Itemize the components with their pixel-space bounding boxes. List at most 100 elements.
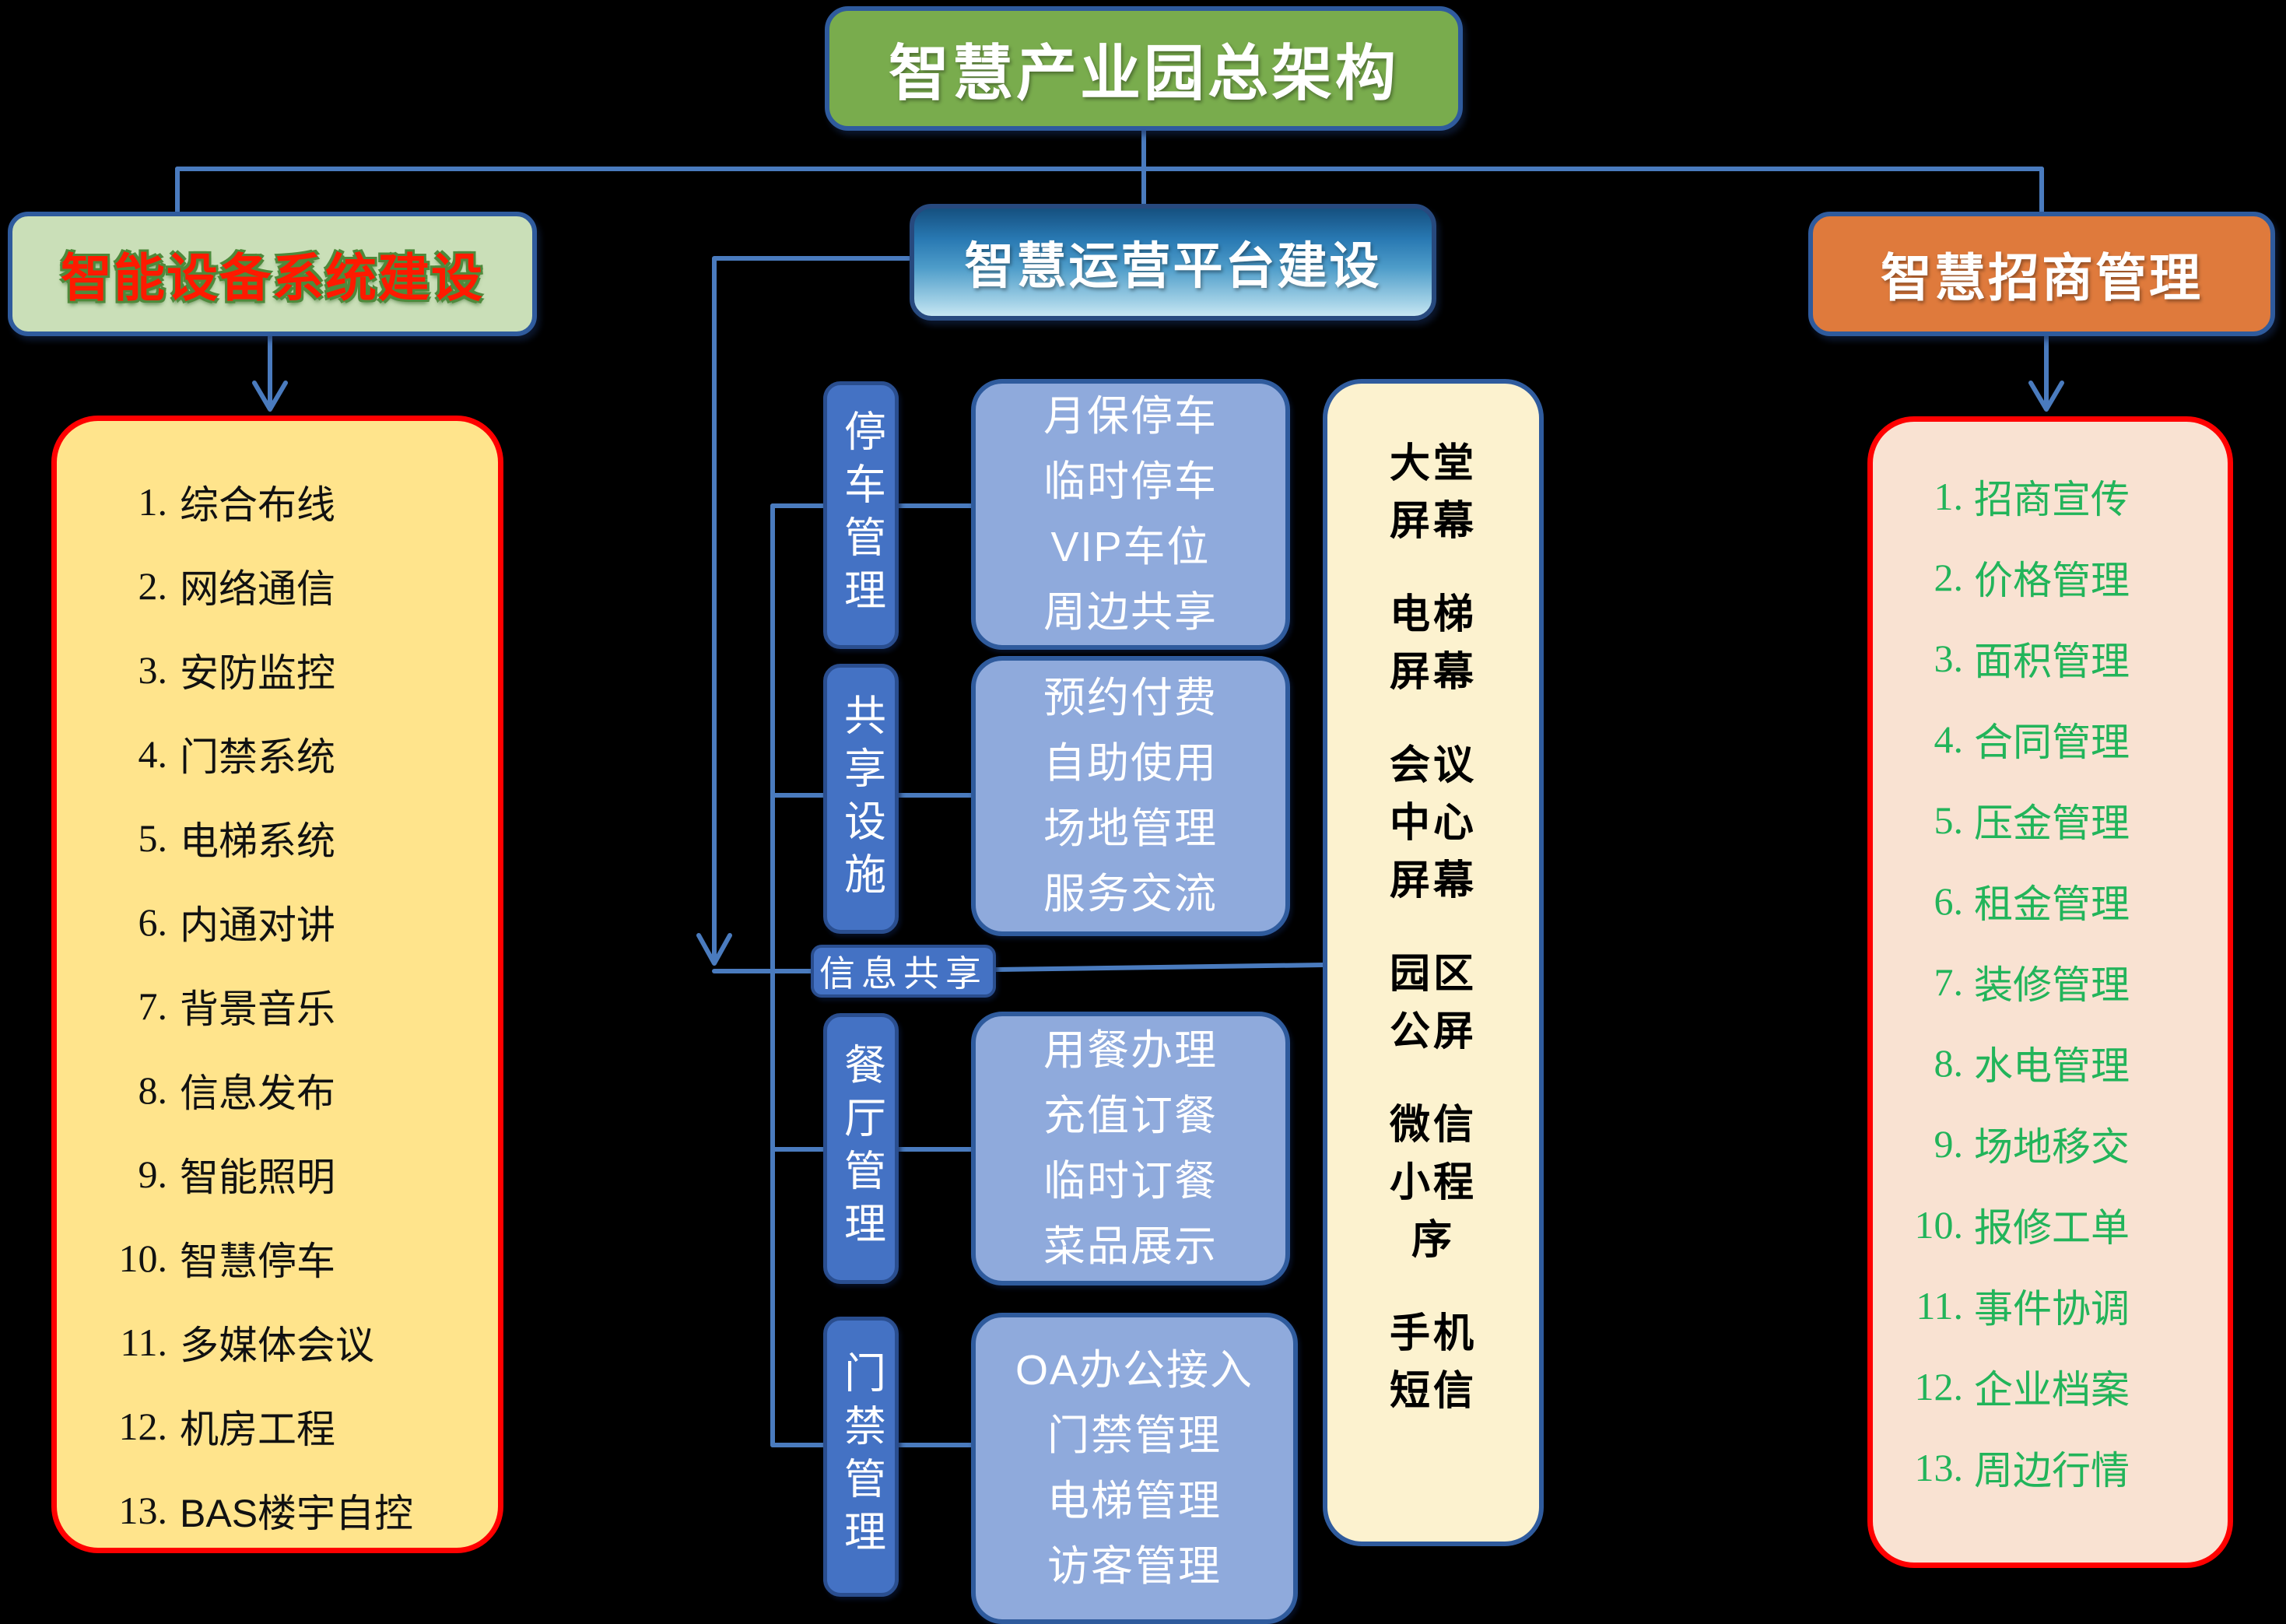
list-item: 13.BAS楼宇自控 [100,1468,482,1552]
right-arrowhead-icon [2028,381,2064,412]
detail-line: 月保停车 [1043,393,1218,440]
list-item: 5.压金管理 [1896,780,2220,861]
list-item: 12.企业档案 [1896,1346,2220,1427]
item-text: 事件协调 [1974,1287,2130,1331]
item-number: 7. [1934,960,1964,1004]
item-text: 报修工单 [1974,1206,2130,1250]
list-item: 1.综合布线 [100,460,482,544]
item-number: 8. [138,1068,168,1112]
info-arrowhead-icon [696,933,732,966]
item-number: 13. [1914,1446,1964,1489]
list-item: 8.水电管理 [1896,1022,2220,1103]
category-label-canteen: 餐厅管理 [823,1013,899,1284]
detail-line: 服务交流 [1043,871,1218,917]
list-item: 1.招商宣传 [1896,456,2220,537]
item-number: 4. [138,732,168,776]
diagram-title: 智慧产业园总架构 [888,40,1399,107]
channel-item: 电梯屏幕 [1389,592,1477,695]
item-text: 机房工程 [180,1408,335,1451]
detail-box-parking: 月保停车 临时停车 VIP车位 周边共享 [971,379,1290,650]
item-text: 水电管理 [1974,1044,2130,1088]
detail-line: 电梯管理 [1047,1478,1222,1524]
list-item: 3.安防监控 [100,628,482,712]
item-number: 7. [138,984,168,1028]
info-share-label-box: 信息共享 [811,945,996,998]
item-number: 13. [118,1489,168,1532]
category-label-text: 餐厅管理 [837,1043,885,1254]
list-item: 9. 智能照明 [100,1132,482,1216]
item-text: 价格管理 [1974,559,2130,602]
detail-line: OA办公接入 [1015,1347,1254,1394]
detail-box-canteen: 用餐办理 充值订餐 临时订餐 菜品展示 [971,1012,1290,1286]
list-item: 7.装修管理 [1896,942,2220,1022]
category-label-access-control: 门禁管理 [823,1317,899,1597]
list-item: 10. 智慧停车 [100,1216,482,1300]
list-item: 12.机房工程 [100,1384,482,1468]
item-number: 5. [1934,798,1964,842]
item-number: 11. [120,1321,167,1364]
connector-info-right-link [994,963,1325,972]
category-label-text: 共享设施 [837,693,885,905]
detail-line: 临时停车 [1043,458,1218,505]
item-number: 10. [1914,1203,1964,1247]
detail-box-shared-facilities: 预约付费 自助使用 场地管理 服务交流 [971,656,1290,936]
detail-line: 周边共享 [1043,589,1218,636]
left-branch-title: 智能设备系统建设 [61,251,484,307]
left-systems-list: 1.综合布线 2.网络通信 3.安防监控 4.门禁系统 5.电梯系统 6.内通对… [100,460,482,1552]
item-text: 智慧停车 [180,1240,335,1283]
detail-line: 场地管理 [1043,805,1218,852]
channel-item: 会议中心屏幕 [1389,743,1477,903]
channel-item: 大堂屏幕 [1389,441,1477,544]
list-item: 4.门禁系统 [100,712,482,796]
category-label-text: 门禁管理 [837,1351,885,1563]
display-channels-box: 大堂屏幕 电梯屏幕 会议中心屏幕 园区公屏 微信小程序 手机短信 [1323,379,1544,1546]
item-number: 4. [1934,717,1964,761]
detail-line: 用餐办理 [1043,1027,1218,1074]
detail-line: 充值订餐 [1043,1093,1218,1139]
left-systems-list-box: 1.综合布线 2.网络通信 3.安防监控 4.门禁系统 5.电梯系统 6.内通对… [51,416,503,1553]
right-leasing-list: 1.招商宣传 2.价格管理 3.面积管理 4.合同管理 5.压金管理 6.租金管… [1896,456,2220,1508]
list-item: 13.周边行情 [1896,1427,2220,1508]
item-number: 1. [1934,475,1964,518]
category-label-text: 停车管理 [837,409,885,621]
item-number: 12. [1914,1365,1964,1408]
item-text: 装修管理 [1974,963,2130,1007]
item-text: 安防监控 [180,651,335,695]
item-number: 3. [1934,637,1964,680]
list-item: 11. 多媒体会议 [100,1300,482,1384]
item-number: 1. [138,480,168,524]
item-text: 场地移交 [1974,1125,2130,1169]
detail-line: 访客管理 [1047,1543,1222,1590]
list-item: 10.报修工单 [1896,1184,2220,1265]
right-branch-title: 智慧招商管理 [1881,251,2203,307]
item-text: 企业档案 [1974,1368,2130,1412]
list-item: 2.网络通信 [100,544,482,628]
info-share-label: 信息共享 [819,953,987,994]
list-item: 5.电梯系统 [100,796,482,880]
item-text: 信息发布 [180,1072,335,1115]
list-item: 9.场地移交 [1896,1103,2220,1184]
channel-item: 园区公屏 [1389,952,1477,1054]
item-text: 智能照明 [180,1156,335,1199]
category-label-shared-facilities: 共享设施 [823,664,899,934]
item-number: 9. [138,1152,168,1196]
item-text: 多媒体会议 [180,1324,374,1367]
detail-line: 预约付费 [1043,675,1218,721]
list-item: 6.租金管理 [1896,861,2220,942]
detail-line: 门禁管理 [1047,1412,1222,1459]
category-label-parking: 停车管理 [823,381,899,649]
list-item: 6.内通对讲 [100,880,482,964]
item-number: 9. [1934,1122,1964,1166]
item-number: 10. [118,1236,168,1280]
right-leasing-list-box: 1.招商宣传 2.价格管理 3.面积管理 4.合同管理 5.压金管理 6.租金管… [1867,416,2233,1568]
item-text: 网络通信 [180,567,335,611]
list-item: 11.事件协调 [1896,1265,2220,1346]
item-text: 招商宣传 [1974,478,2130,521]
item-text: 电梯系统 [180,819,335,863]
channel-item: 手机短信 [1389,1311,1477,1414]
diagram-title-box: 智慧产业园总架构 [825,6,1463,131]
item-text: 租金管理 [1974,882,2130,926]
channel-item: 微信小程序 [1389,1103,1477,1263]
connector-info-drop [712,256,911,961]
item-text: 压金管理 [1974,801,2130,845]
